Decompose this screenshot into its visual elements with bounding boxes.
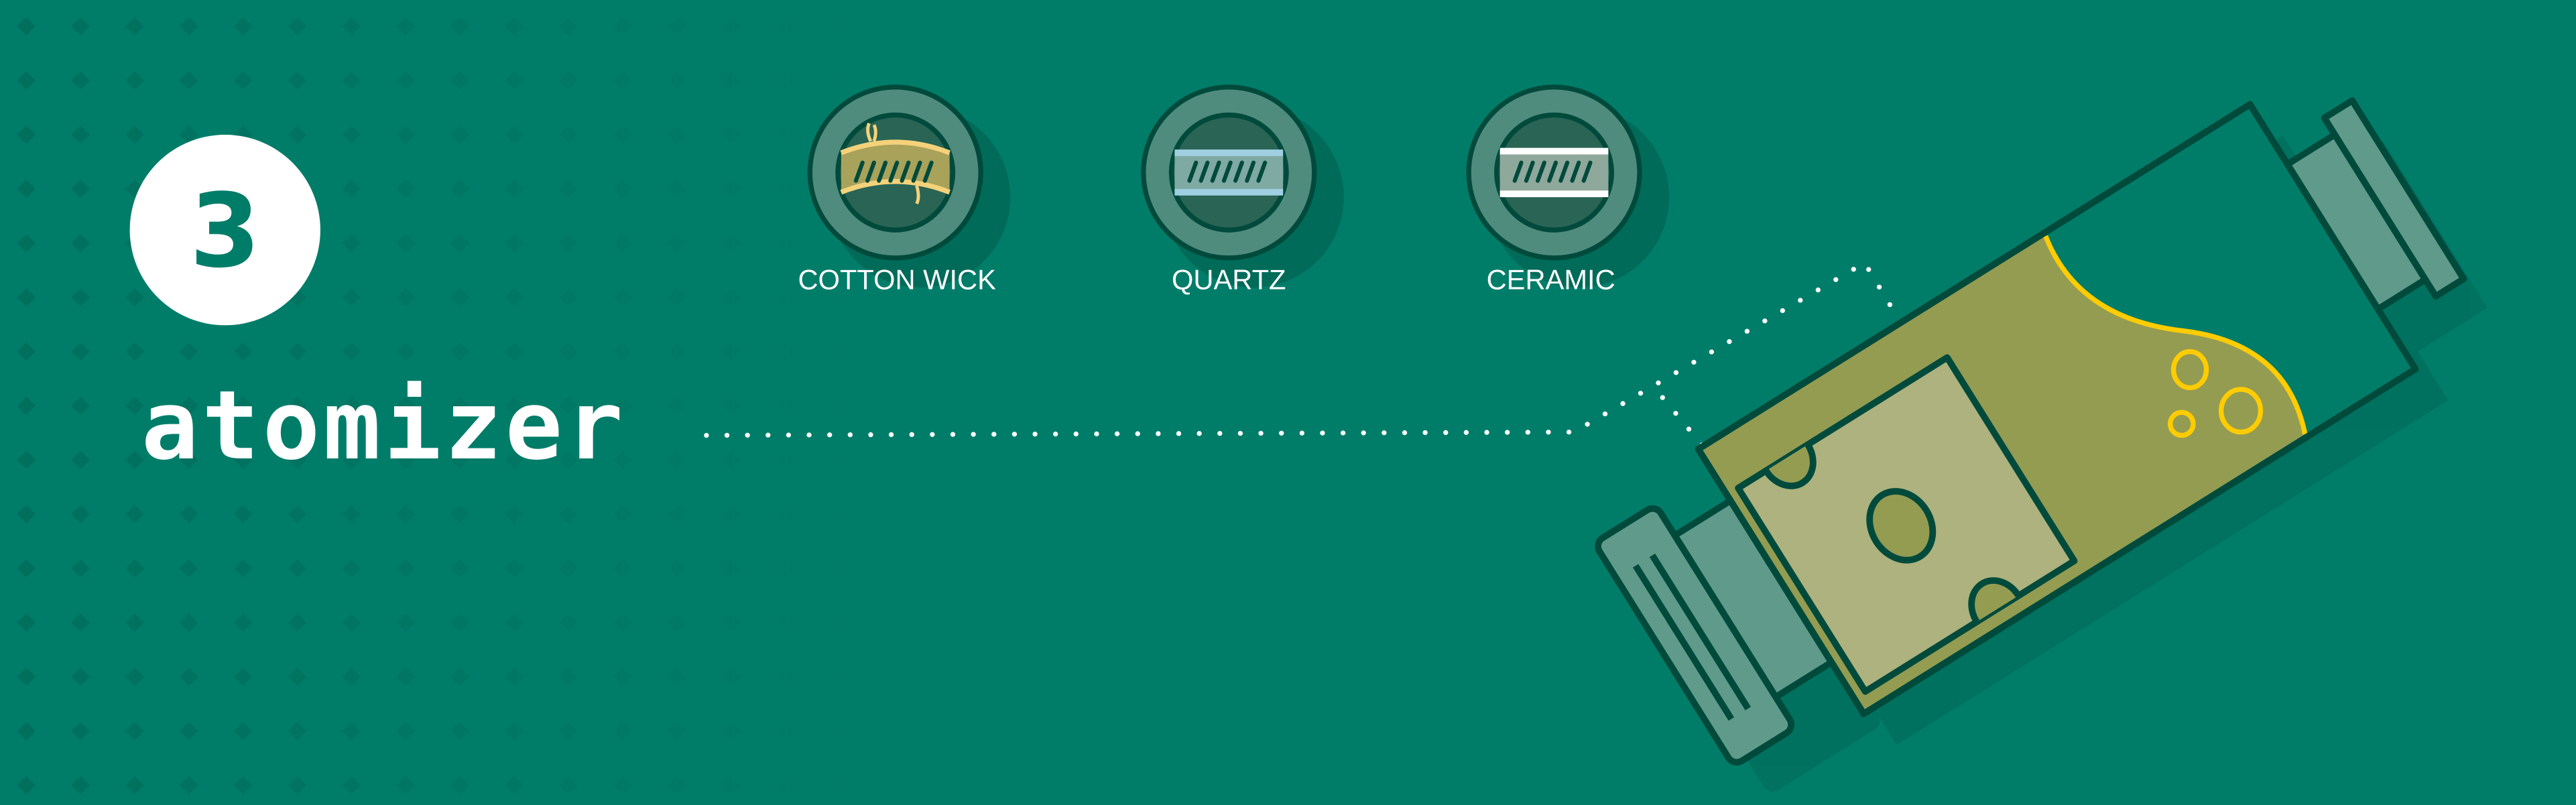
bubbles [2167, 349, 2264, 438]
quartz-coil-icon [1174, 149, 1284, 196]
cotton-wick-coil-icon [840, 122, 950, 205]
step-number: 3 [190, 172, 261, 290]
atomizer-tank [1595, 97, 2467, 766]
step-number-badge: 3 [129, 135, 320, 326]
coil-option-cotton-wick: COTTON WICK [798, 84, 1011, 295]
step-title: atomizer [141, 370, 627, 481]
ceramic-coil-icon [1499, 147, 1609, 198]
coil-option-ceramic: CERAMIC [1466, 84, 1670, 295]
coil-label: QUARTZ [1172, 263, 1286, 295]
coil-label: CERAMIC [1487, 263, 1615, 295]
coil-option-quartz: QUARTZ [1141, 84, 1344, 295]
diamond-pattern [0, 0, 855, 805]
coil-label: COTTON WICK [798, 263, 996, 295]
